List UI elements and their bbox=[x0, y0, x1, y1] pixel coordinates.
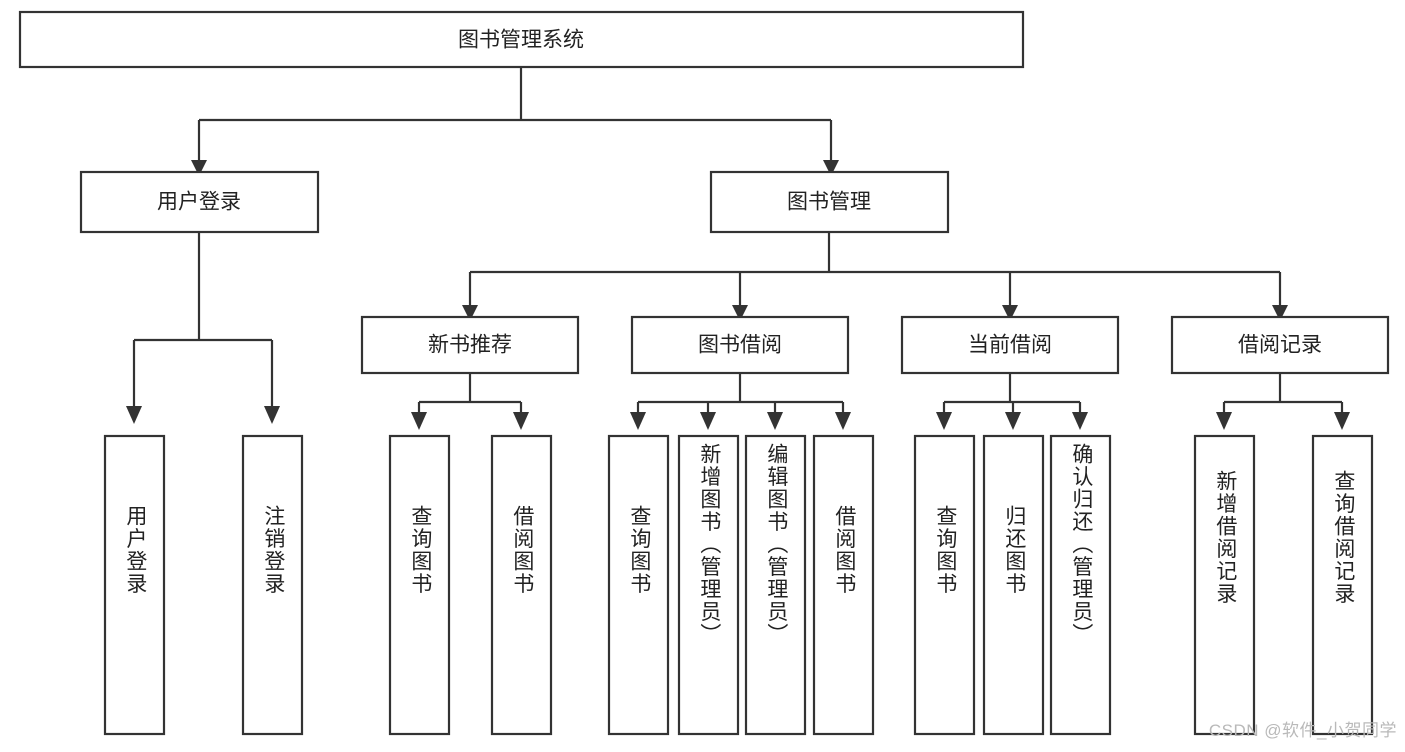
arrow-to-new-book-rec bbox=[462, 305, 478, 321]
arrow-to-user-login bbox=[191, 160, 207, 176]
node-leaf-query-book-1-box[interactable] bbox=[388, 434, 451, 736]
node-leaf-add-record-box[interactable] bbox=[1193, 434, 1256, 736]
arrow-to-leaf-add-book bbox=[700, 412, 716, 430]
connector-currentborrow-bus bbox=[942, 373, 1082, 412]
node-book-borrow-box[interactable] bbox=[630, 315, 850, 375]
node-leaf-borrow-book-1-box[interactable] bbox=[490, 434, 553, 736]
node-borrow-record-box[interactable] bbox=[1170, 315, 1390, 375]
arrow-to-book-borrow bbox=[732, 305, 748, 321]
node-leaf-query-record-box[interactable] bbox=[1311, 434, 1374, 736]
arrow-to-leaf-borrow-book-2 bbox=[835, 412, 851, 430]
node-leaf-query-book-2-box[interactable] bbox=[607, 434, 670, 736]
node-user-login-label: 用户登录 bbox=[157, 191, 241, 214]
connector-bookborrow-bus bbox=[636, 373, 845, 412]
csdn-watermark: CSDN @软件_小贺同学 bbox=[1208, 721, 1397, 740]
arrow-to-leaf-borrow-book-1 bbox=[513, 412, 529, 430]
arrow-to-leaf-confirm-return bbox=[1072, 412, 1088, 430]
node-book-manage[interactable]: 图书管理 bbox=[709, 170, 950, 234]
arrow-to-leaf-query-book-3 bbox=[936, 412, 952, 430]
arrow-to-leaf-logout-login bbox=[264, 406, 280, 424]
node-leaf-logout-login-box[interactable] bbox=[241, 434, 304, 736]
node-borrow-record-label: 借阅记录 bbox=[1238, 334, 1322, 357]
node-book-borrow-label: 图书借阅 bbox=[698, 334, 782, 357]
arrow-to-leaf-query-book-1 bbox=[411, 412, 427, 430]
node-new-book-rec-label: 新书推荐 bbox=[428, 334, 512, 357]
arrow-to-leaf-edit-book bbox=[767, 412, 783, 430]
node-leaf-add-book-box[interactable] bbox=[677, 434, 740, 736]
node-current-borrow[interactable]: 当前借阅 bbox=[900, 315, 1120, 375]
connector-userlogin-bus bbox=[132, 232, 274, 406]
node-new-book-rec-box[interactable] bbox=[360, 315, 580, 375]
connector-group bbox=[126, 67, 1350, 430]
node-new-book-rec[interactable]: 新书推荐 bbox=[360, 315, 580, 375]
arrow-to-leaf-query-book-2 bbox=[630, 412, 646, 430]
node-root[interactable]: 图书管理系统 bbox=[18, 10, 1025, 69]
connector-borrowrecord-bus bbox=[1222, 373, 1344, 412]
node-leaf-return-book-box[interactable] bbox=[982, 434, 1045, 736]
arrow-to-current-borrow bbox=[1002, 305, 1018, 321]
node-user-login[interactable]: 用户登录 bbox=[79, 170, 320, 234]
arrow-to-leaf-return-book bbox=[1005, 412, 1021, 430]
node-leaf-borrow-book-2-box[interactable] bbox=[812, 434, 875, 736]
node-user-login-box[interactable] bbox=[79, 170, 320, 234]
arrow-to-book-manage bbox=[823, 160, 839, 176]
connector-bookmanage-bus bbox=[468, 232, 1282, 305]
leaf-box-group bbox=[103, 434, 1374, 736]
arrow-to-borrow-record bbox=[1272, 305, 1288, 321]
node-borrow-record[interactable]: 借阅记录 bbox=[1170, 315, 1390, 375]
connector-newbookrec-bus bbox=[417, 373, 523, 412]
arrow-to-leaf-query-record bbox=[1334, 412, 1350, 430]
arrow-to-leaf-add-record bbox=[1216, 412, 1232, 430]
node-book-manage-label: 图书管理 bbox=[787, 191, 871, 214]
node-root-label: 图书管理系统 bbox=[458, 29, 584, 52]
node-book-borrow[interactable]: 图书借阅 bbox=[630, 315, 850, 375]
node-current-borrow-box[interactable] bbox=[900, 315, 1120, 375]
node-leaf-query-book-3-box[interactable] bbox=[913, 434, 976, 736]
node-root-box[interactable] bbox=[18, 10, 1025, 69]
node-leaf-confirm-return-box[interactable] bbox=[1049, 434, 1112, 736]
node-leaf-edit-book-box[interactable] bbox=[744, 434, 807, 736]
arrow-to-leaf-user-login bbox=[126, 406, 142, 424]
node-current-borrow-label: 当前借阅 bbox=[968, 334, 1052, 357]
connector-root-bus bbox=[197, 67, 833, 160]
node-leaf-user-login-box[interactable] bbox=[103, 434, 166, 736]
node-book-manage-box[interactable] bbox=[709, 170, 950, 234]
